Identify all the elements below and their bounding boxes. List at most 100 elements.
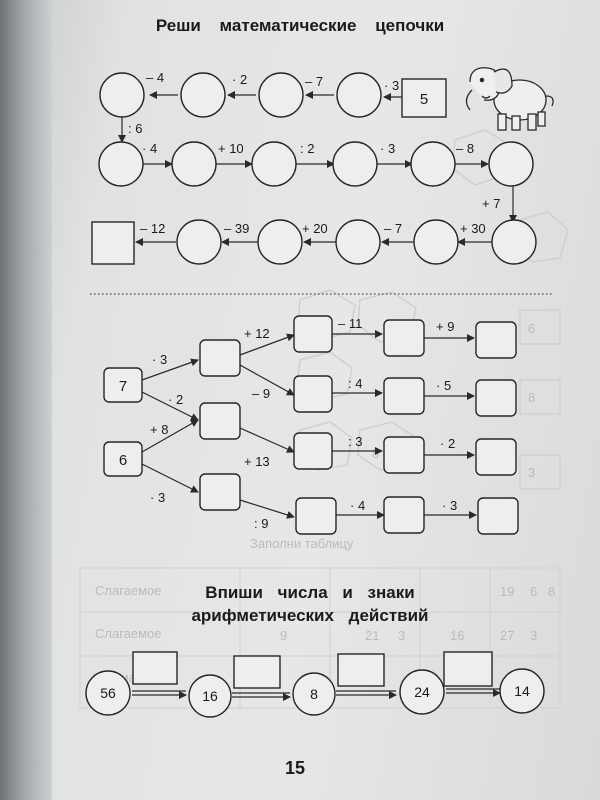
answer-circle[interactable]	[99, 72, 145, 118]
ghost-caption: Заполни таблицу	[250, 536, 354, 551]
operation-label: : 2	[300, 141, 314, 156]
operation-label: · 2	[440, 436, 455, 451]
answer-box[interactable]	[383, 496, 425, 534]
operation-label: – 7	[305, 74, 323, 89]
operation-label: · 2	[168, 392, 183, 407]
answer-box[interactable]	[337, 653, 385, 687]
answer-box[interactable]	[199, 473, 241, 511]
answer-box[interactable]	[475, 379, 517, 417]
operation-label: : 3	[348, 434, 362, 449]
operation-label: · 3	[442, 498, 457, 513]
chain-value: 56	[100, 685, 116, 701]
operation-label: + 30	[460, 221, 486, 236]
elephant-illustration	[465, 67, 554, 131]
operation-label: + 12	[244, 326, 270, 341]
ghost-number: 8	[372, 446, 379, 461]
operation-label: + 9	[436, 319, 454, 334]
answer-box[interactable]	[293, 432, 333, 470]
answer-box[interactable]	[293, 315, 333, 353]
answer-circle[interactable]	[413, 219, 459, 265]
value-circle	[85, 670, 131, 716]
operation-label: + 20	[302, 221, 328, 236]
operation-label: · 3	[152, 352, 167, 367]
chain-value: 14	[514, 683, 530, 699]
operation-label: : 6	[128, 121, 142, 136]
section-title-line-2: арифметических действий	[191, 606, 429, 625]
answer-box[interactable]	[475, 438, 517, 476]
answer-circle[interactable]	[171, 141, 217, 187]
answer-circle[interactable]	[332, 141, 378, 187]
operation-label: · 4	[142, 141, 157, 156]
chain-value: 16	[202, 688, 218, 704]
answer-box[interactable]	[233, 655, 281, 689]
operation-label: – 12	[140, 221, 165, 236]
ghost-number: 27	[500, 628, 514, 643]
chain-value: 24	[414, 684, 430, 700]
answer-box[interactable]	[199, 402, 241, 440]
operation-label: · 3	[150, 490, 165, 505]
answer-box[interactable]	[475, 321, 517, 359]
operation-label: : 4	[348, 376, 362, 391]
operation-label: – 8	[456, 141, 474, 156]
chain-value: 8	[310, 686, 318, 702]
ghost-number: 8	[528, 390, 535, 405]
answer-box[interactable]	[443, 651, 493, 687]
ghost-number: 6	[528, 321, 535, 336]
value-circle	[188, 674, 232, 718]
operation-label: + 8	[150, 422, 168, 437]
operation-label: – 39	[224, 221, 249, 236]
start-value-b: 6	[119, 452, 127, 469]
operation-label: · 3	[384, 78, 399, 93]
operation-label: · 5	[436, 378, 451, 393]
ghost-number: 3	[530, 628, 537, 643]
operation-label: · 4	[350, 498, 365, 513]
answer-circle[interactable]	[410, 141, 456, 187]
start-value: 5	[420, 91, 428, 108]
answer-circle[interactable]	[251, 141, 297, 187]
ghost-number: 3	[528, 465, 535, 480]
answer-box[interactable]	[383, 377, 425, 415]
answer-circle[interactable]	[335, 219, 381, 265]
book-spine-shadow	[0, 0, 52, 800]
operation-label: – 11	[338, 316, 362, 331]
answer-box[interactable]	[199, 339, 241, 377]
ghost-label: Слагаемое	[95, 583, 162, 598]
ghost-number: 9	[280, 628, 287, 643]
start-box-b	[103, 441, 143, 477]
value-circle	[399, 669, 445, 715]
page-title: Реши математические цепочки	[155, 16, 445, 35]
answer-circle[interactable]	[176, 219, 222, 265]
answer-circle[interactable]	[491, 219, 537, 265]
answer-box[interactable]	[477, 497, 519, 535]
operation-label: + 7	[482, 196, 500, 211]
ghost-number: 21	[365, 628, 379, 643]
operation-label: – 4	[146, 70, 164, 85]
chain-1: 5 · 3 – 7 · 2 – 4 : 6 · 4 + 10 : 2 · 3 –…	[91, 70, 537, 265]
operation-label: – 7	[384, 221, 402, 236]
ghost-number: 16	[450, 628, 464, 643]
answer-box[interactable]	[293, 375, 333, 413]
ghost-label: Слагаемое	[95, 626, 162, 641]
answer-box[interactable]	[383, 319, 425, 357]
operation-label: – 9	[252, 386, 270, 401]
answer-box[interactable]	[383, 436, 425, 474]
ghost-number: 8	[548, 584, 555, 599]
chain-2: 56 16 8 24 14	[85, 651, 545, 718]
answer-circle[interactable]	[336, 72, 382, 118]
start-box-a	[103, 367, 143, 403]
answer-box[interactable]	[295, 497, 337, 535]
answer-circle[interactable]	[180, 72, 226, 118]
answer-box[interactable]	[132, 651, 178, 685]
section-title-line-1: Впиши числа и знаки	[205, 583, 415, 602]
value-circle	[499, 668, 545, 714]
answer-circle[interactable]	[488, 141, 534, 187]
branching-chains: 7 6 · 3 · 2 + 8 · 3 + 12	[103, 315, 519, 535]
answer-box[interactable]	[91, 221, 135, 265]
answer-circle[interactable]	[257, 219, 303, 265]
answer-circle[interactable]	[258, 72, 304, 118]
answer-circle[interactable]	[98, 141, 144, 187]
operation-label: · 3	[380, 141, 395, 156]
operation-label: + 13	[244, 454, 270, 469]
